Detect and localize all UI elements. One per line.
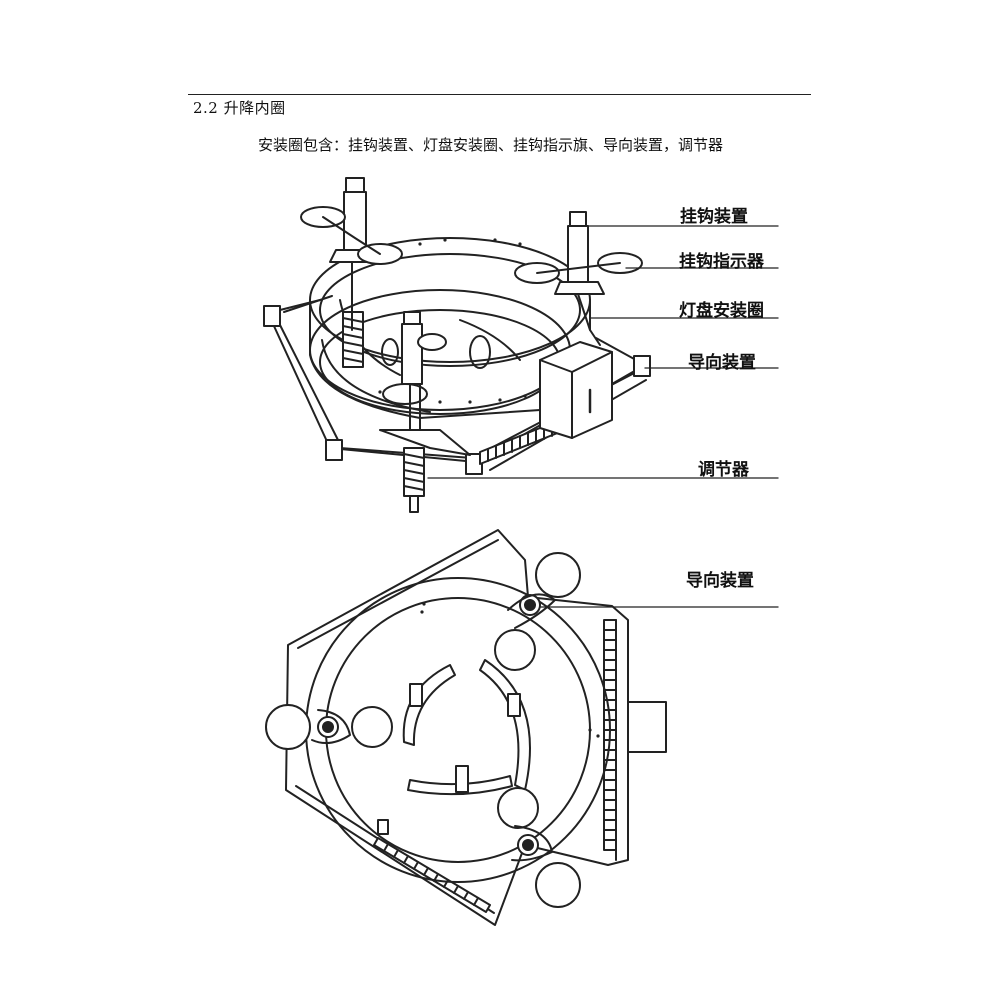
label-hook-device: 挂钩装置 <box>680 207 748 227</box>
plan-holes <box>420 602 600 738</box>
plan-guide-box <box>627 701 667 753</box>
wheel <box>381 338 399 366</box>
plan-rack-lower <box>373 837 491 913</box>
adjuster-screw <box>403 447 425 513</box>
plan-hubs <box>317 594 541 856</box>
label-hook-indicator: 挂钩指示器 <box>679 252 764 272</box>
header-rule <box>188 94 811 95</box>
wheel <box>469 335 491 369</box>
hub-arm <box>507 593 556 629</box>
label-guide-device: 导向装置 <box>688 353 756 373</box>
hook-post-left <box>300 177 403 331</box>
hub-arm <box>311 709 351 745</box>
hub-arm <box>511 825 553 862</box>
hook-post-right <box>514 211 643 346</box>
plan-indicator-discs <box>265 552 581 908</box>
lamp-mounting-ring <box>309 237 591 419</box>
label-plan-guide-device: 导向装置 <box>686 571 754 591</box>
label-lamp-ring: 灯盘安装圈 <box>679 301 764 321</box>
intro-text: 安装圈包含：挂钩装置、灯盘安装圈、挂钩指示旗、导向装置，调节器 <box>258 136 724 154</box>
label-adjuster: 调节器 <box>698 460 749 480</box>
section-heading: 2.2 升降内圈 <box>193 99 286 117</box>
ring-holes <box>378 238 527 404</box>
inner-arc <box>459 319 521 361</box>
hook-post-front <box>379 311 471 456</box>
leader-lines <box>427 225 779 479</box>
plan-clamps <box>377 683 521 835</box>
guide-box <box>539 341 613 439</box>
